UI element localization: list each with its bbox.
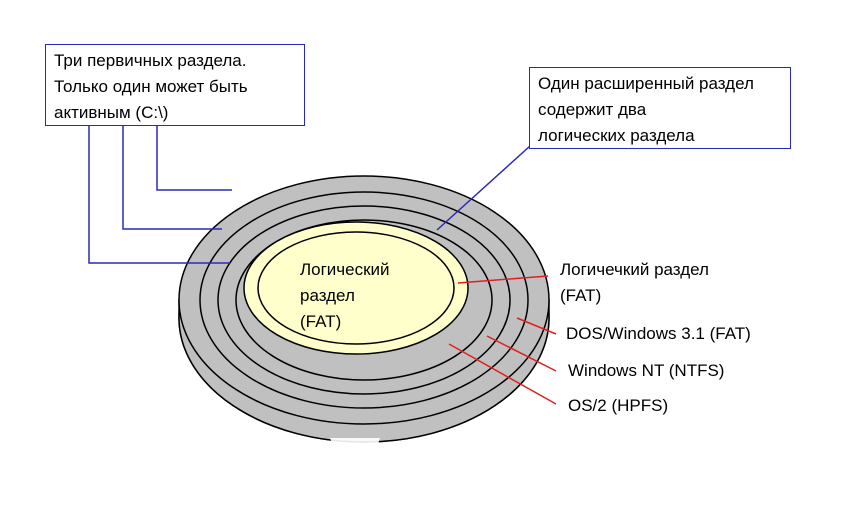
pointer-nt: [486, 335, 557, 372]
inner-label-line-2: раздел: [300, 286, 355, 305]
extended-callout-line-2: содержит два: [538, 100, 647, 119]
primary-callout-line-2: Только один может быть: [54, 77, 248, 96]
extended-partition-callout: Один расширенный раздел содержит два лог…: [529, 67, 791, 149]
leader-primary-1: [156, 126, 232, 191]
primary-partitions-callout: Три первичных раздела. Только один может…: [45, 44, 305, 126]
pointer-dos: [516, 317, 557, 335]
label-dos-windows: DOS/Windows 3.1 (FAT): [566, 324, 751, 343]
extended-callout-line-1: Один расширенный раздел: [538, 74, 754, 93]
pointer-logical: [457, 275, 549, 284]
leader-extended: [436, 145, 531, 231]
primary-callout-line-3: активным (C:\): [54, 103, 169, 122]
leader-primary-3: [88, 126, 230, 264]
label-logical-line-2: (FAT): [560, 286, 602, 305]
label-windows-nt: Windows NT (NTFS): [568, 361, 725, 380]
primary-callout-line-1: Три первичных раздела.: [54, 51, 247, 70]
inner-label-line-1: Логический: [300, 260, 390, 279]
disk-base-highlight: [330, 438, 380, 444]
label-os2: OS/2 (HPFS): [568, 396, 669, 415]
leader-primary-2: [122, 126, 222, 230]
extended-callout-line-3: логических раздела: [538, 126, 695, 145]
label-logical-line-1: Логичечкий раздел: [560, 260, 709, 279]
pointer-os2: [448, 343, 557, 405]
inner-label-line-3: (FAT): [300, 312, 342, 331]
inner-logical-partition: [257, 231, 455, 345]
